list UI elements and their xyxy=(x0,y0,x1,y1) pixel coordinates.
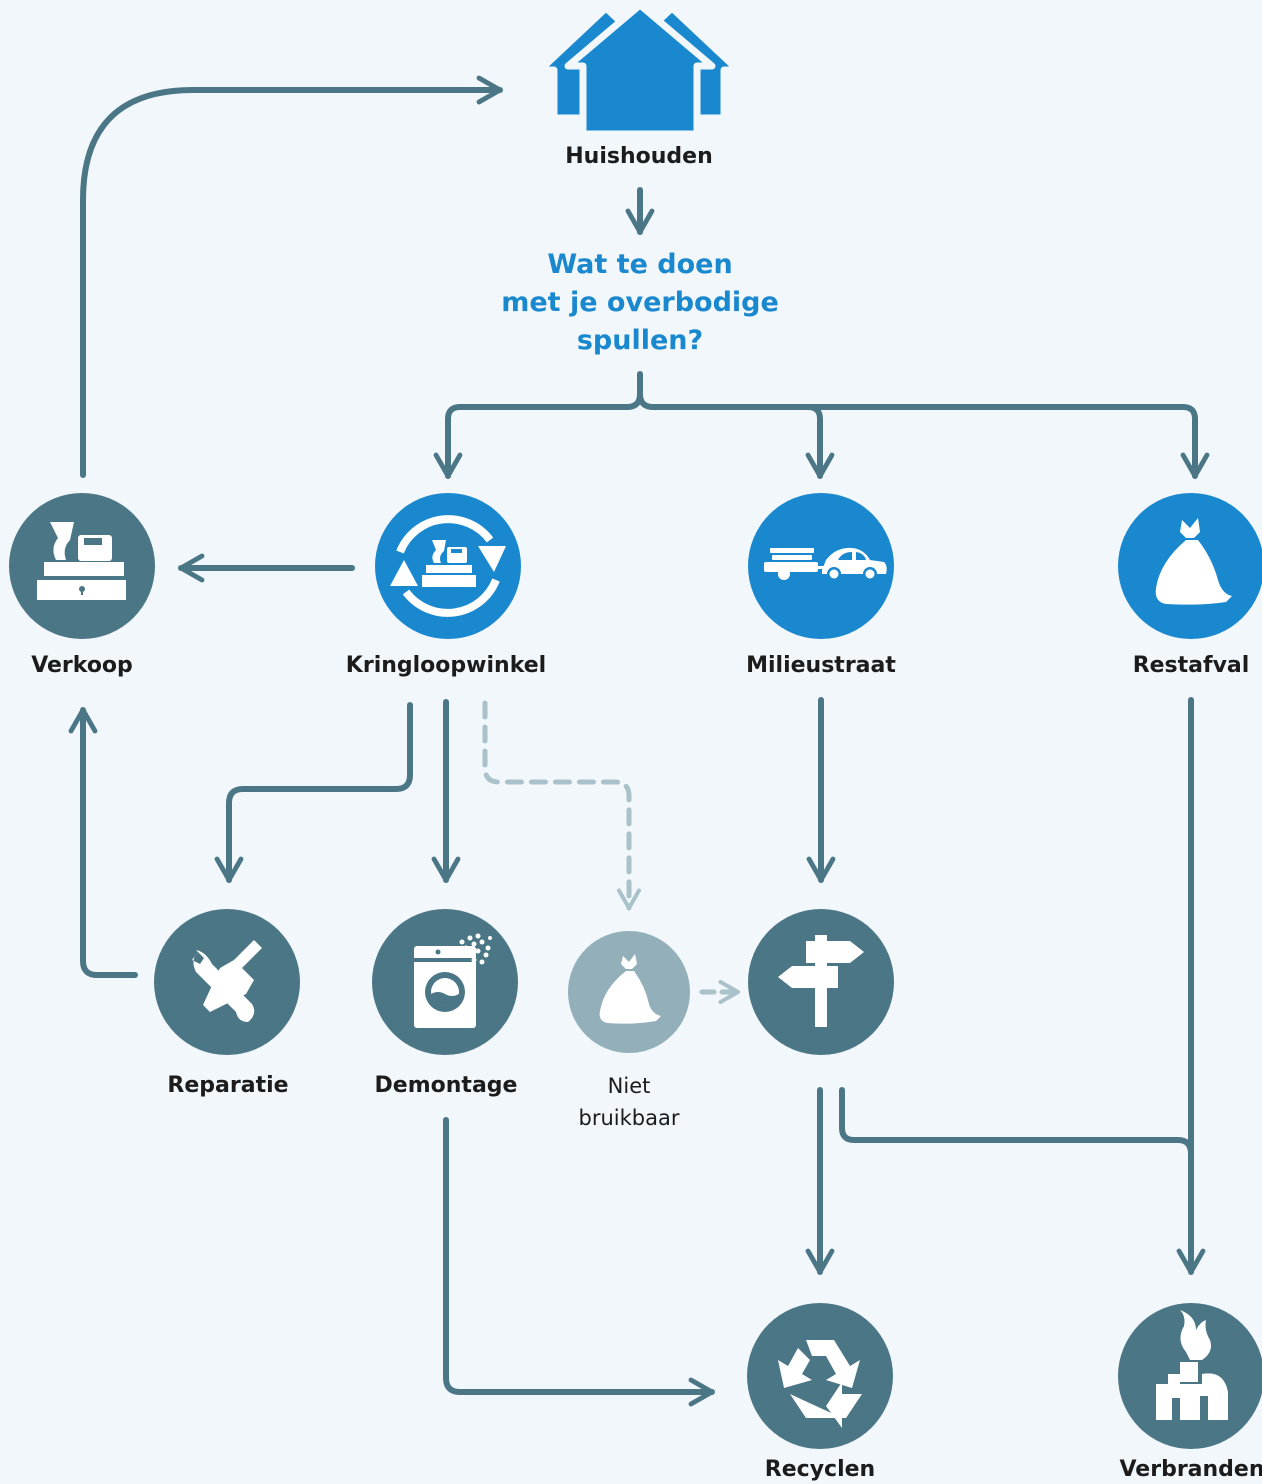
car-trailer-icon xyxy=(764,547,887,581)
question-line-2: met je overbodige xyxy=(501,287,779,318)
arrow-thrift-to-repair xyxy=(214,702,413,883)
wrench-screwdriver-icon xyxy=(192,940,262,1022)
recycling-center-node xyxy=(748,493,894,639)
arrow-thrift-to-unusable xyxy=(482,700,641,911)
incinerator-icon xyxy=(1156,1310,1228,1420)
repair-node xyxy=(154,909,300,1055)
signpost-icon xyxy=(778,935,864,1027)
arrow-sorting-to-incinerate xyxy=(839,1087,1194,1157)
cash-register-icon xyxy=(37,522,126,600)
dismantling-label: Demontage xyxy=(374,1073,518,1098)
recycling-center-label: Milieustraat xyxy=(746,653,896,678)
question-text: Wat te doen met je overbodige spullen? xyxy=(430,246,850,360)
sorting-node xyxy=(748,909,894,1055)
sale-label: Verkoop xyxy=(31,653,133,678)
brace-mid xyxy=(805,404,835,479)
brace-left xyxy=(433,391,643,479)
question-line-3: spullen? xyxy=(576,325,704,356)
incinerate-node xyxy=(1118,1303,1262,1449)
household-label: Huishouden xyxy=(565,144,713,169)
unusable-label-line-1: Niet xyxy=(607,1074,651,1098)
residual-waste-node xyxy=(1118,493,1262,639)
recycle-node xyxy=(747,1303,893,1449)
garbage-bag-icon xyxy=(599,954,661,1024)
cash-register-cycle-icon xyxy=(390,515,506,617)
recycle-label: Recyclen xyxy=(764,1457,876,1482)
brace-split xyxy=(637,371,1210,479)
unusable-label-line-2: bruikbaar xyxy=(578,1106,680,1130)
garbage-bag-icon xyxy=(1155,518,1232,605)
unusable-label: Niet bruikbaar xyxy=(579,1070,680,1134)
unusable-node xyxy=(568,931,690,1053)
houses-icon xyxy=(536,1,742,138)
washing-machine-icon xyxy=(414,933,492,1028)
thrift-store-label: Kringloopwinkel xyxy=(345,653,547,678)
dismantling-node xyxy=(372,909,518,1055)
sale-node xyxy=(9,493,155,639)
arrow-dismantling-to-recycle xyxy=(443,1117,715,1407)
arrow-sale-to-household xyxy=(80,75,503,478)
residual-waste-label: Restafval xyxy=(1132,653,1250,678)
incinerate-label: Verbranden xyxy=(1119,1457,1262,1482)
thrift-store-node xyxy=(375,493,521,639)
question-line-1: Wat te doen xyxy=(547,249,733,280)
repair-label: Reparatie xyxy=(167,1073,289,1098)
arrow-repair-to-sale xyxy=(68,707,138,978)
recycle-icon xyxy=(778,1340,862,1428)
